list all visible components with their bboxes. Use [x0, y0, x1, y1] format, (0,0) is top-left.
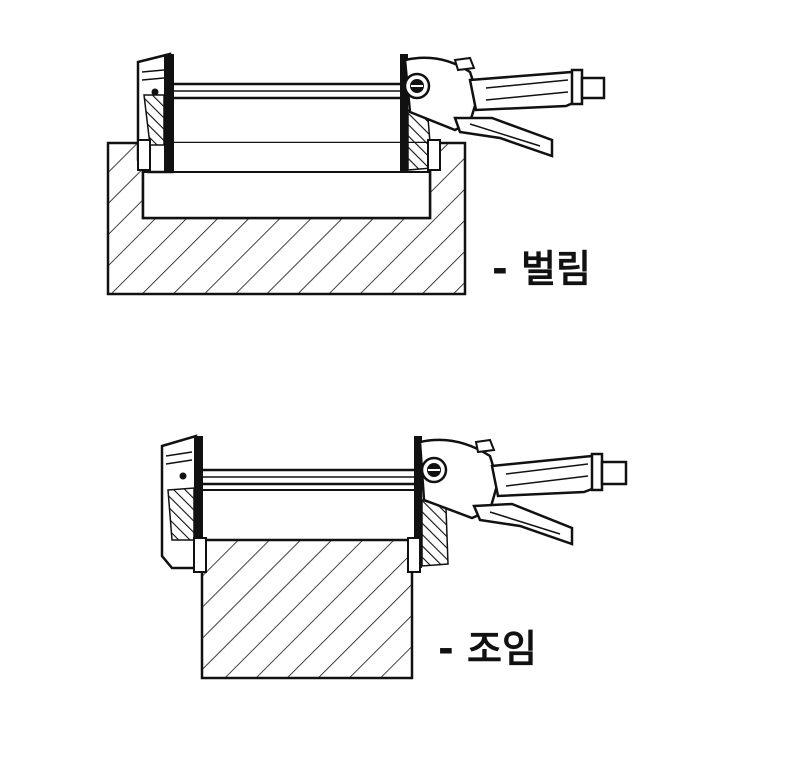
- clamp-mode-label: - 조임: [438, 627, 537, 671]
- spread-right-jaw: [400, 54, 441, 172]
- spread-diagram: [106, 52, 606, 296]
- clamp-right-jaw: [407, 436, 449, 573]
- clamp-trigger: [472, 502, 574, 546]
- spread-gun-body: [403, 56, 606, 158]
- clamp-gun-body: [418, 438, 628, 546]
- clamp-left-jaw: [160, 434, 207, 573]
- spread-left-jaw: [136, 52, 174, 174]
- clamp-workpiece: [200, 538, 414, 680]
- spread-trigger: [453, 116, 554, 158]
- spread-mode-label: - 벌림: [492, 247, 591, 291]
- spread-handle: [468, 70, 582, 112]
- clamp-diagram: [160, 434, 628, 680]
